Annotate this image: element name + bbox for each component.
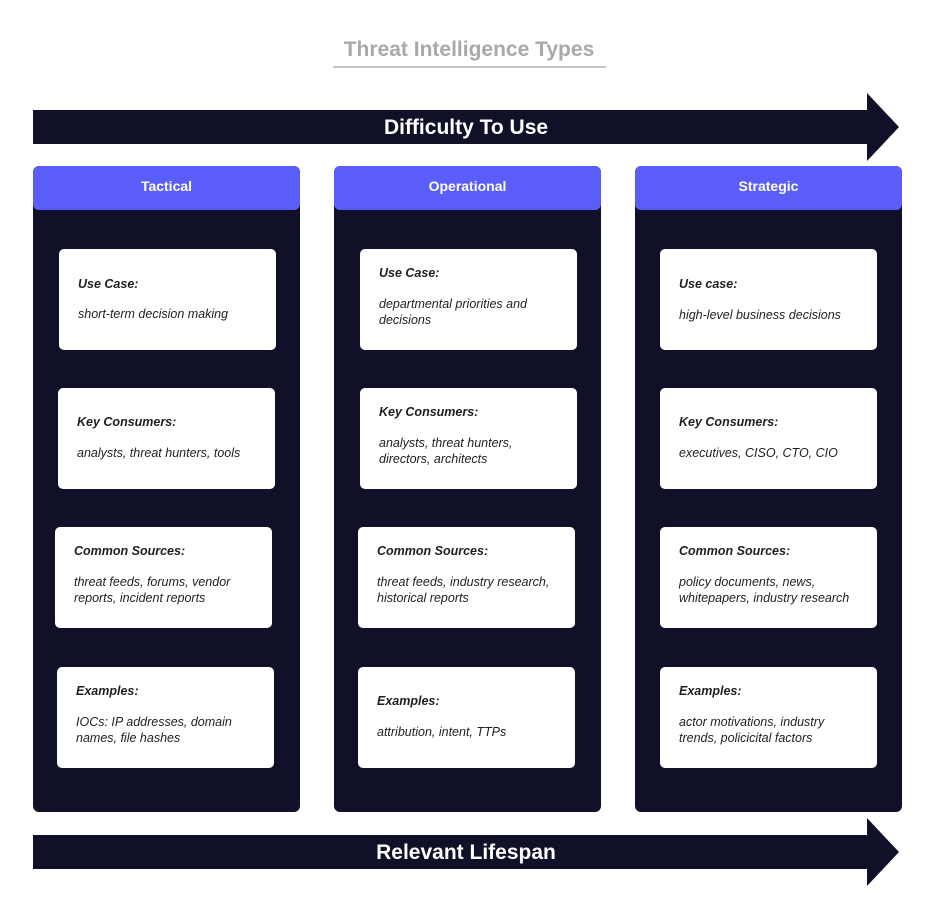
card-value: actor motivations, industry trends, poli…	[679, 715, 825, 745]
card-label: Key Consumers:	[379, 405, 479, 419]
card-value: analysts, threat hunters, tools	[77, 446, 241, 460]
card-value: threat feeds, forums, vendor reports, in…	[74, 575, 231, 605]
examples-card: Examples: actor motivations, industry tr…	[660, 667, 877, 768]
column-header: Strategic	[635, 166, 902, 210]
card-label: Examples:	[679, 684, 742, 698]
examples-card: Examples: attribution, intent, TTPs	[358, 667, 575, 768]
card-label: Use case:	[679, 277, 738, 291]
common-sources-card: Common Sources: threat feeds, industry r…	[358, 527, 575, 628]
card-label: Use Case:	[78, 277, 139, 291]
card-label: Key Consumers:	[77, 415, 177, 429]
card-label: Key Consumers:	[679, 415, 779, 429]
examples-card: Examples: IOCs: IP addresses, domain nam…	[57, 667, 274, 768]
card-value: IOCs: IP addresses, domain names, file h…	[76, 715, 232, 745]
card-value: analysts, threat hunters, directors, arc…	[379, 436, 513, 466]
arrow-right-icon	[33, 93, 899, 161]
card-label: Common Sources:	[377, 544, 489, 558]
card-value: policy documents, news, whitepapers, ind…	[679, 575, 850, 605]
use-case-card: Use Case: short-term decision making	[59, 249, 276, 350]
column-strategic: Strategic Use case: high-level business …	[635, 166, 902, 812]
column-operational: Operational Use Case: departmental prior…	[334, 166, 601, 812]
card-value: executives, CISO, CTO, CIO	[679, 446, 838, 460]
key-consumers-card: Key Consumers: executives, CISO, CTO, CI…	[660, 388, 877, 489]
card-label: Common Sources:	[679, 544, 791, 558]
column-header: Operational	[334, 166, 601, 210]
card-value: departmental priorities and decisions	[379, 297, 527, 327]
column-header: Tactical	[33, 166, 300, 210]
card-value: high-level business decisions	[679, 308, 841, 322]
common-sources-card: Common Sources: threat feeds, forums, ve…	[55, 527, 272, 628]
card-label: Use Case:	[379, 266, 440, 280]
card-label: Examples:	[76, 684, 139, 698]
difficulty-arrow-label: Difficulty To Use	[383, 116, 549, 139]
lifespan-arrow: Relevant Lifespan	[33, 818, 899, 886]
card-value: short-term decision making	[78, 307, 229, 321]
difficulty-arrow: Difficulty To Use	[33, 93, 899, 161]
card-value: threat feeds, industry research, histori…	[377, 575, 550, 605]
card-value: attribution, intent, TTPs	[377, 725, 507, 739]
title-underline	[333, 66, 606, 68]
card-label: Common Sources:	[74, 544, 186, 558]
common-sources-card: Common Sources: policy documents, news, …	[660, 527, 877, 628]
arrow-right-icon	[33, 818, 899, 886]
use-case-card: Use case: high-level business decisions	[660, 249, 877, 350]
lifespan-arrow-label: Relevant Lifespan	[376, 841, 556, 864]
diagram-title: Threat Intelligence Types	[343, 38, 595, 61]
card-label: Examples:	[377, 694, 440, 708]
key-consumers-card: Key Consumers: analysts, threat hunters,…	[360, 388, 577, 489]
column-tactical: Tactical Use Case: short-term decision m…	[33, 166, 300, 812]
use-case-card: Use Case: departmental priorities and de…	[360, 249, 577, 350]
key-consumers-card: Key Consumers: analysts, threat hunters,…	[58, 388, 275, 489]
